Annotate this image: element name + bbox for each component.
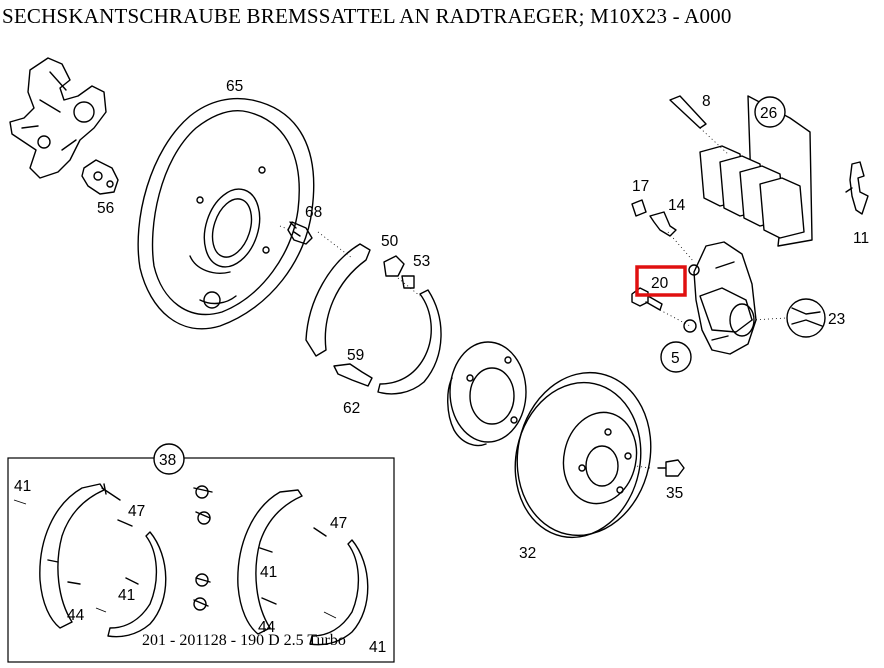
bolt-35-drawing [657,459,685,477]
part-label-53[interactable]: 53 [413,253,430,270]
wheel-hub-drawing [447,341,527,447]
part-label-44-a[interactable]: 44 [67,607,85,624]
bolt-68-drawing [287,221,313,245]
part-label-56[interactable]: 56 [97,200,114,217]
part-label-11[interactable]: 11 [853,230,869,247]
bleed-valve-parts-drawing [631,199,677,237]
brake-disc-32-drawing [514,371,652,539]
part-label-62[interactable]: 62 [343,400,360,417]
bolt-20-drawing [631,287,663,311]
part-label-41-a[interactable]: 41 [14,478,31,495]
bracket-56-drawing [81,159,119,195]
brake-caliper-5-drawing [683,241,757,355]
callout-circle-5 [660,341,692,373]
wrench-symbol-23-drawing [786,298,826,338]
part-label-68[interactable]: 68 [305,204,322,221]
leader-lines [279,127,787,469]
part-label-20[interactable]: 20 [651,275,669,292]
part-label-41-c[interactable]: 41 [260,564,277,581]
part-label-14[interactable]: 14 [668,197,686,214]
part-label-32[interactable]: 32 [519,545,536,562]
vehicle-model-caption: 201 - 201128 - 190 D 2.5 Turbo [142,632,346,649]
diagram-title: SECHSKANTSCHRAUBE BREMSSATTEL AN RADTRAE… [2,4,732,28]
retaining-clip-11-drawing [845,161,869,215]
inset-box-38 [7,457,395,663]
part-label-41-d[interactable]: 41 [369,639,386,656]
part-label-59[interactable]: 59 [347,347,364,364]
part-label-47-a[interactable]: 47 [128,503,145,520]
part-label-26[interactable]: 26 [760,105,777,122]
part-label-47-b[interactable]: 47 [330,515,347,532]
highlighted-part-box [635,265,687,297]
part-label-38[interactable]: 38 [159,452,176,469]
part-label-44-b[interactable]: 44 [258,619,276,636]
part-label-17[interactable]: 17 [632,178,649,195]
part-label-23[interactable]: 23 [828,311,845,328]
steering-knuckle-drawing [9,57,107,179]
pin-8-drawing [669,95,707,129]
callout-circle-38 [153,443,185,475]
part-label-8[interactable]: 8 [702,93,711,110]
part-label-50[interactable]: 50 [381,233,399,250]
backing-plate-65-drawing [137,97,315,330]
part-label-65[interactable]: 65 [226,78,243,95]
parking-brake-shoe-drawing [305,243,442,395]
part-label-35[interactable]: 35 [666,485,683,502]
callout-circle-26 [754,96,786,128]
brake-pad-set-26-drawing [699,95,813,247]
part-label-41-b[interactable]: 41 [118,587,135,604]
part-label-5[interactable]: 5 [671,350,680,367]
